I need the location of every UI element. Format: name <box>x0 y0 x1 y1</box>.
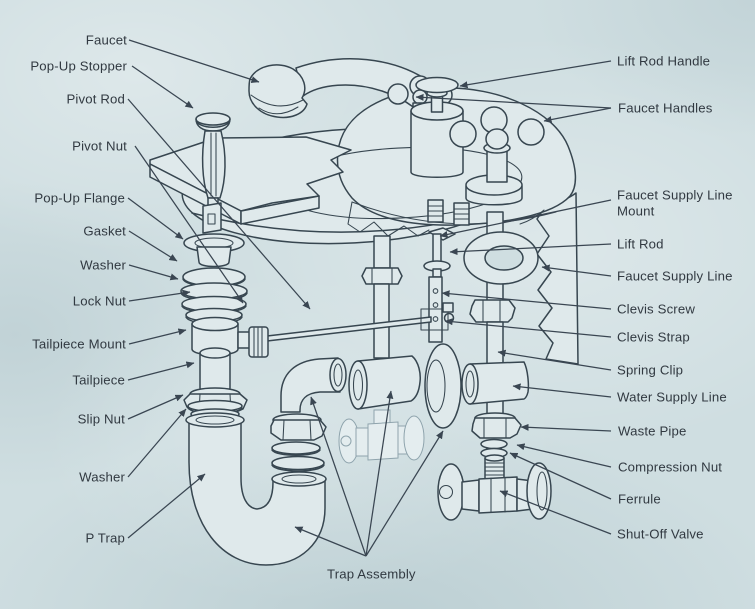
tailpiece-mount-part <box>191 316 269 358</box>
trap-elbow-part <box>280 357 347 413</box>
pivot-rod-part <box>266 316 432 342</box>
spray-head <box>248 64 308 119</box>
faucet-body <box>410 76 464 178</box>
label-clevis-screw: Clevis Screw <box>617 301 696 317</box>
label-compression-nut: Compression Nut <box>618 459 723 475</box>
valve-inlet-part <box>484 454 505 480</box>
label-washer-upper: Washer <box>80 257 126 273</box>
label-waste-pipe: Waste Pipe <box>618 423 687 439</box>
faucet-shanks <box>427 199 470 226</box>
label-clevis-strap: Clevis Strap <box>617 329 690 345</box>
faucet-spout <box>248 58 452 129</box>
label-slip-nut: Slip Nut <box>77 411 125 427</box>
label-faucet-supply-line-mount: Faucet Supply Line Mount <box>617 187 733 219</box>
label-faucet: Faucet <box>85 32 127 48</box>
label-pivot-rod: Pivot Rod <box>66 91 125 107</box>
label-faucet-supply-line: Faucet Supply Line <box>617 268 733 284</box>
label-p-trap: P Trap <box>85 530 125 546</box>
tailpiece-part <box>199 347 231 394</box>
label-tailpiece: Tailpiece <box>72 372 125 388</box>
label-lift-rod-handle: Lift Rod Handle <box>617 53 711 69</box>
waste-arm-part <box>348 355 421 410</box>
ghost-valve <box>338 409 425 464</box>
shut-off-assembly <box>437 412 552 521</box>
label-gasket: Gasket <box>83 223 126 239</box>
label-lift-rod: Lift Rod <box>617 236 664 252</box>
label-spring-clip: Spring Clip <box>617 362 684 378</box>
trap-washers-part <box>271 441 325 472</box>
lift-rod-clevis <box>266 227 456 343</box>
label-faucet-handles: Faucet Handles <box>618 100 713 116</box>
wall-panel <box>536 192 579 365</box>
compression-nut-part <box>471 412 522 439</box>
label-washer-lower: Washer <box>79 469 125 485</box>
faucet-tail-left <box>361 235 403 359</box>
lift-rod-handle-part <box>415 76 459 113</box>
trap-slip-nut-part <box>270 413 327 441</box>
pop-up-stopper-part <box>195 112 231 234</box>
trap-arm-column <box>270 357 347 472</box>
water-supply-part <box>461 361 530 405</box>
label-pop-up-flange: Pop-Up Flange <box>34 190 125 206</box>
leader-arrows <box>127 39 612 557</box>
label-pop-up-stopper: Pop-Up Stopper <box>30 58 127 74</box>
escutcheon-part <box>424 343 462 429</box>
label-pivot-nut: Pivot Nut <box>72 138 127 154</box>
shut-off-valve-part <box>437 462 552 521</box>
clevis-screw-part <box>442 302 454 313</box>
label-water-supply-line: Water Supply Line <box>617 389 727 405</box>
drain-stack <box>180 233 269 422</box>
label-shut-off-valve: Shut-Off Valve <box>617 526 704 542</box>
label-tailpiece-mount: Tailpiece Mount <box>32 336 126 352</box>
label-lock-nut: Lock Nut <box>72 293 126 309</box>
p-trap-part <box>185 412 327 566</box>
label-ferrule: Ferrule <box>618 491 661 507</box>
label-trap-assembly: Trap Assembly <box>327 566 416 582</box>
faucet-handle-right <box>449 106 545 206</box>
